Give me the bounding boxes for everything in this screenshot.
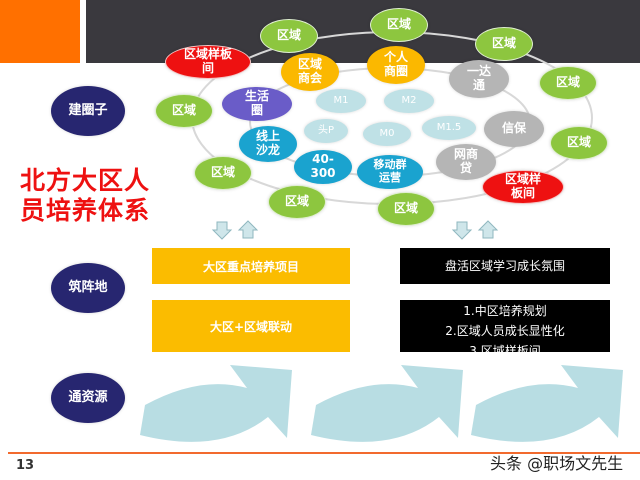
key-project-box: 大区重点培养项目 (152, 248, 350, 284)
page-title: 北方大区人员培养体系 (20, 166, 151, 225)
region-node: 区域 (475, 27, 533, 61)
level-m2: M2 (384, 89, 434, 113)
online-salon-node: 线上沙龙 (239, 126, 297, 162)
footer-line (8, 452, 640, 454)
plan-item: 1.中区培养规划 (463, 304, 547, 318)
personal-circle-node: 个人商圈 (367, 46, 425, 84)
label-build-circle: 建圈子 (51, 86, 125, 136)
sample-room-node: 区域样板间 (165, 45, 251, 79)
curved-arrow-3 (471, 365, 623, 442)
level-m15: M1.5 (422, 116, 476, 140)
credit-node: 信保 (484, 111, 544, 147)
box-text: 大区+区域联动 (209, 319, 293, 334)
curved-arrow-2 (311, 365, 463, 442)
label-build-position: 筑阵地 (51, 263, 125, 313)
box-text: 盘活区域学习成长氛围 (444, 259, 565, 273)
orange-accent-block (0, 0, 80, 63)
region-node: 区域 (268, 185, 326, 219)
box-text: 大区重点培养项目 (202, 259, 299, 274)
region-node: 区域 (260, 19, 318, 53)
region-node: 区域 (539, 66, 597, 100)
range-node: 40-300 (294, 150, 352, 184)
region-node: 区域 (550, 126, 608, 160)
life-circle-node: 生活圈 (222, 87, 292, 121)
plan-box: 1.中区培养规划 2.区域人员成长显性化 3.区域样板间 (400, 300, 610, 352)
mobile-group-node: 移动群运营 (357, 155, 423, 189)
level-m0: M0 (363, 122, 411, 146)
loan-node: 网商贷 (436, 144, 496, 180)
sample-room-node: 区域样板间 (482, 170, 564, 204)
watermark: 头条 @职场文先生 (490, 454, 624, 473)
plan-item: 2.区域人员成长显性化 (445, 324, 565, 338)
region-node: 区域 (155, 94, 213, 128)
down-arrow-icon (451, 221, 473, 240)
label-resources: 通资源 (51, 373, 125, 423)
region-node: 区域 (194, 156, 252, 190)
atmosphere-box: 盘活区域学习成长氛围 (400, 248, 610, 284)
level-m1: M1 (316, 89, 366, 113)
plan-item: 3.区域样板间 (469, 344, 541, 352)
region-chamber-node: 区域商会 (281, 53, 339, 91)
up-arrow-icon (477, 220, 499, 239)
region-node: 区域 (377, 192, 435, 226)
up-arrow-icon (237, 220, 259, 239)
page-number: 13 (16, 458, 35, 473)
level-toup: 头P (304, 119, 348, 143)
region-node: 区域 (370, 8, 428, 42)
curved-arrow-1 (140, 365, 292, 442)
linkage-box: 大区+区域联动 (152, 300, 350, 352)
onetouch-node: 一达通 (449, 60, 509, 98)
down-arrow-icon (211, 221, 233, 240)
